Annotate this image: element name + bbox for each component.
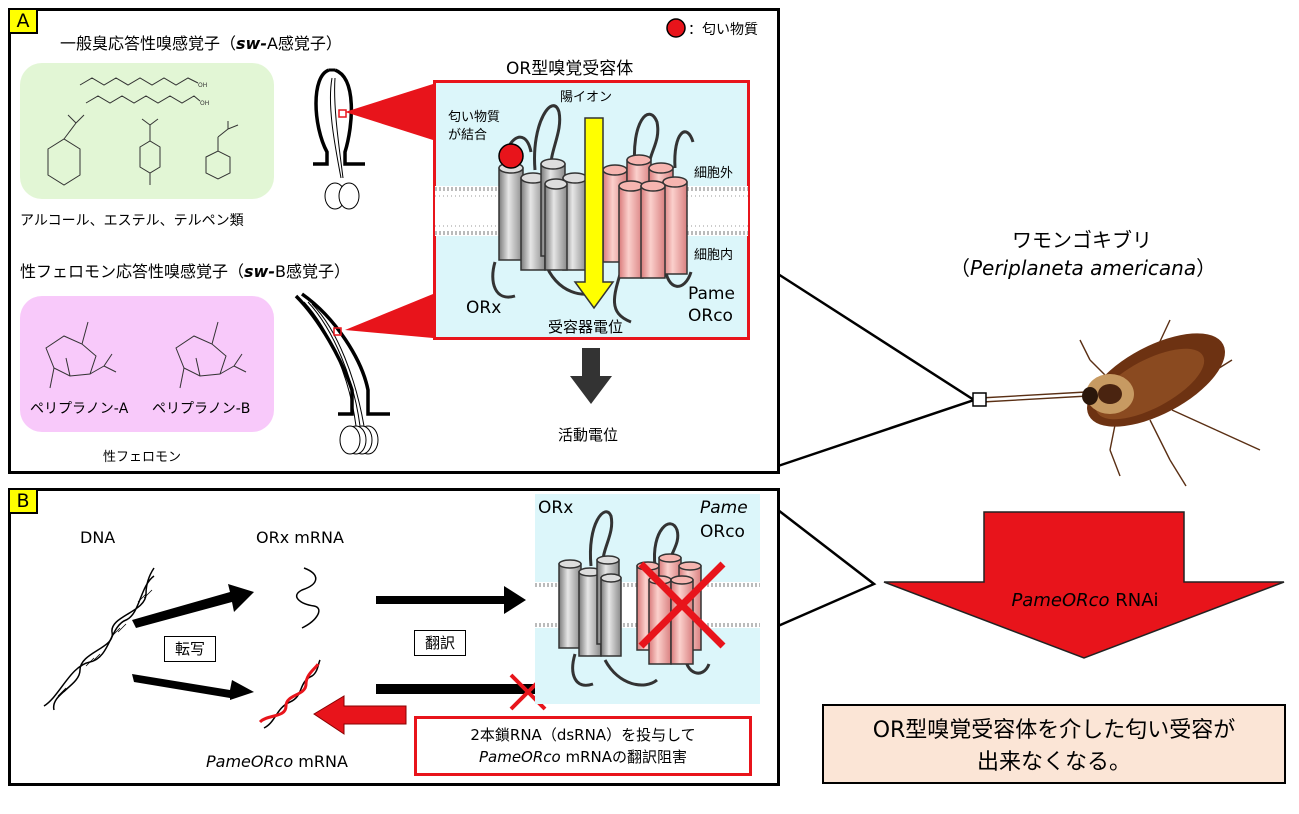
orco-protein bbox=[602, 154, 688, 279]
dsrna-red-arrow bbox=[313, 695, 407, 735]
cation-label: 陽イオン bbox=[560, 90, 613, 105]
cockroach-name-sci: （Periplaneta americana） bbox=[950, 256, 1217, 280]
cockroach-illustration bbox=[979, 319, 1261, 487]
odor-legend-label: ：匂い物質 bbox=[688, 22, 758, 38]
transcription-label: 転写 bbox=[164, 636, 216, 662]
pameorco-mrna-helix bbox=[258, 659, 321, 729]
odor-binding-label-2: が結合 bbox=[448, 128, 488, 143]
orx-mrna-label: ORx mRNA bbox=[256, 528, 344, 547]
cation-flow-arrow bbox=[573, 117, 615, 310]
extracellular-label: 細胞外 bbox=[694, 166, 734, 181]
action-potential-label: 活動電位 bbox=[558, 426, 619, 444]
svg-text:OH: OH bbox=[198, 82, 207, 89]
orx-mrna-strand bbox=[296, 567, 320, 629]
panel-b-label: B bbox=[8, 488, 38, 514]
odor-molecule-legend-icon bbox=[666, 18, 686, 38]
pame-b-label: Pame bbox=[700, 498, 748, 518]
rnai-label: PameORco RNAi bbox=[1011, 590, 1159, 611]
intracellular-label: 細胞内 bbox=[694, 248, 734, 263]
or-receptor-illustration bbox=[435, 104, 748, 324]
pameorco-mrna-label: PameORco mRNA bbox=[206, 752, 348, 771]
alcohol-molecules-structure: OH OH bbox=[47, 77, 239, 186]
dsrna-box bbox=[414, 716, 752, 776]
dsrna-line-2: PameORco mRNAの翻訳阻害 bbox=[478, 748, 688, 766]
translation-label: 翻訳 bbox=[414, 630, 466, 656]
dna-double-helix bbox=[43, 567, 155, 711]
odor-binding-label-1: 匂い物質 bbox=[448, 110, 501, 125]
pame-label: Pame bbox=[688, 284, 735, 304]
receptor-b-illustration bbox=[535, 510, 760, 687]
sensillum-a-title: 一般臭応答性嗅感覚子（sw-A感覚子） bbox=[60, 34, 342, 53]
orco-label: ORco bbox=[688, 306, 733, 326]
down-arrow-icon bbox=[570, 348, 612, 404]
odor-molecule-icon bbox=[498, 143, 524, 169]
result-box bbox=[822, 704, 1286, 784]
antenna-sensillum-marker bbox=[972, 392, 987, 407]
callout-a-pointer bbox=[777, 272, 977, 468]
result-line-2: 出来なくなる。 bbox=[976, 750, 1131, 775]
general-odor-molecules-box bbox=[20, 63, 274, 199]
svg-text:OH: OH bbox=[200, 100, 209, 107]
dna-label: DNA bbox=[80, 528, 116, 547]
orco-blocked-x-icon bbox=[638, 561, 726, 649]
transcription-arrows bbox=[132, 584, 254, 700]
sensillum-a-drawing bbox=[313, 68, 365, 210]
zoom-wedges bbox=[345, 84, 433, 338]
receptor-box-frame bbox=[433, 80, 750, 340]
cockroach-name-jp: ワモンゴキブリ bbox=[1012, 228, 1152, 252]
periplanone-b-label: ペリプラノン-B bbox=[152, 401, 251, 417]
orx-label: ORx bbox=[466, 298, 502, 318]
receptor-title: OR型嗅覚受容体 bbox=[506, 59, 634, 79]
alcohol-ester-terpene-caption: アルコール、エステル、テルペン類 bbox=[20, 213, 244, 229]
orco-b-label: ORco bbox=[700, 522, 745, 542]
periplanone-structures bbox=[45, 321, 247, 389]
dsrna-line-1: 2本鎖RNA（dsRNA）を投与して bbox=[470, 726, 696, 744]
rnai-big-arrow bbox=[883, 511, 1285, 659]
receptor-potential-label: 受容器電位 bbox=[548, 318, 624, 336]
result-line-1: OR型嗅覚受容体を介した匂い受容が bbox=[872, 718, 1236, 743]
callout-b-pointer bbox=[777, 509, 877, 628]
sex-pheromone-caption: 性フェロモン bbox=[103, 450, 182, 465]
sensillum-b-drawing bbox=[294, 292, 390, 455]
orx-protein bbox=[498, 158, 588, 271]
orx-b-label: ORx bbox=[538, 498, 574, 518]
panel-a-label: A bbox=[8, 8, 38, 34]
periplanone-a-label: ペリプラノン-A bbox=[30, 401, 129, 417]
pheromone-molecules-box bbox=[20, 296, 274, 432]
sensillum-b-title: 性フェロモン応答性嗅感覚子（sw-B感覚子） bbox=[20, 262, 350, 281]
